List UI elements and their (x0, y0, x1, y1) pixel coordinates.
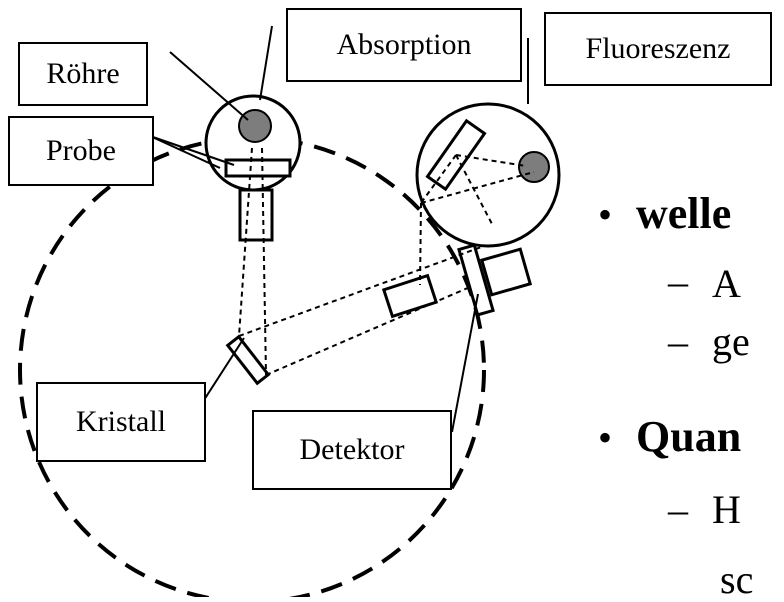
beam-paths (238, 147, 535, 376)
fluoreszenz-source (518, 151, 550, 183)
label-kristall: Kristall (36, 382, 206, 462)
sub-bullet-text: H (712, 487, 741, 532)
label-detektor: Detektor (252, 410, 452, 490)
detector-housing (479, 247, 533, 297)
label-roehre: Röhre (18, 42, 148, 106)
slit-absorption (238, 188, 274, 242)
sub-bullet-marker: – (668, 487, 688, 532)
probe-sample (224, 158, 292, 178)
sub-bullet-marker: – (668, 259, 688, 304)
bullet-text: welle (636, 189, 732, 238)
detector-slit (457, 243, 495, 317)
sub-bullet-text: A (712, 261, 741, 306)
label-fluoreszenz: Fluoreszenz (544, 12, 772, 86)
bullet-marker: • (598, 415, 613, 460)
bullet-text: Quan (636, 412, 742, 461)
crystal (225, 334, 271, 386)
label-absorption: Absorption (286, 8, 522, 82)
sub-bullet-text: ge (712, 319, 750, 364)
sub-bullet-marker: – (668, 319, 688, 364)
collimator (381, 273, 439, 319)
leader-lines (149, 25, 529, 433)
label-probe: Probe (8, 116, 154, 186)
roehre-source (238, 109, 272, 143)
bullet-marker: • (598, 192, 613, 237)
sub-bullet-text: sc (720, 557, 754, 602)
